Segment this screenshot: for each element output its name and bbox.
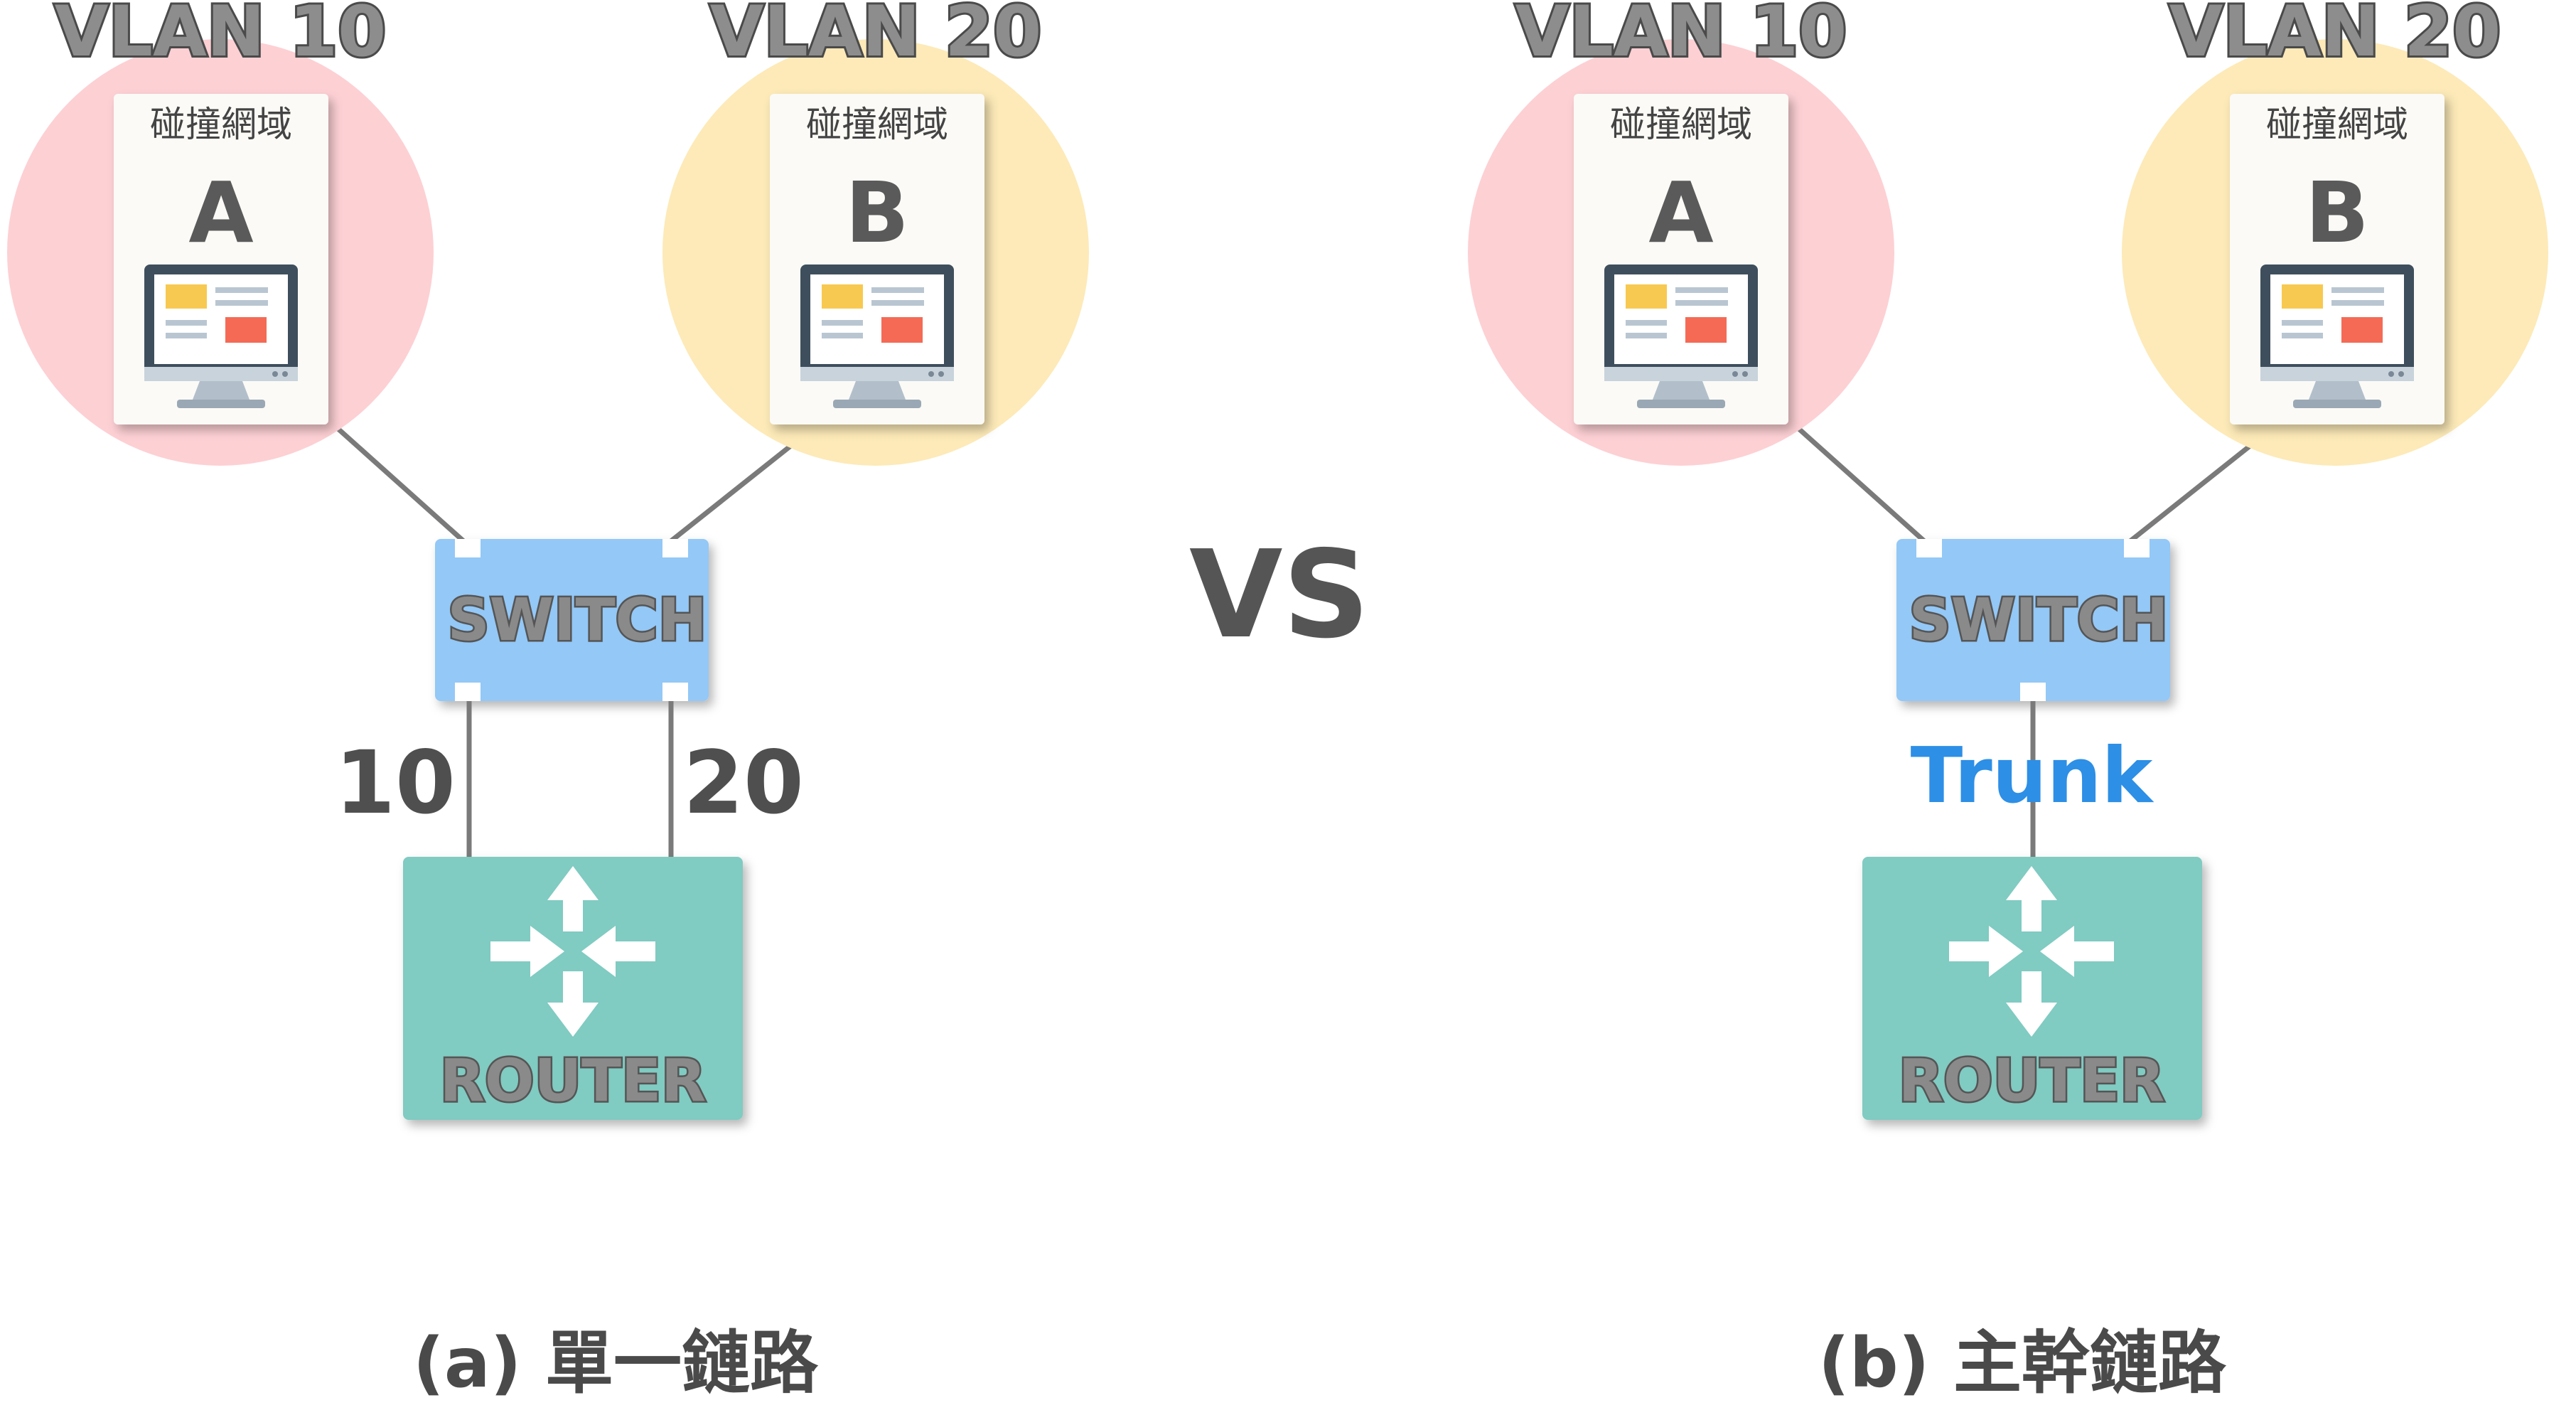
vlan10-label: VLAN 10	[55, 0, 387, 73]
router: ROUTER	[403, 857, 743, 1120]
router-label: ROUTER	[1899, 1047, 2165, 1115]
host-letter: A	[1648, 164, 1713, 262]
link-a-to-switch	[332, 423, 471, 548]
link-a-to-switch	[1793, 423, 1932, 548]
vlan20-label: VLAN 20	[2169, 0, 2501, 73]
caption-trunk-link: (b) 主幹鏈路	[1818, 1323, 2227, 1403]
switch-label: SWITCH	[448, 587, 707, 654]
caption-single-link: (a) 單一鏈路	[413, 1323, 819, 1403]
host-card-b: 碰撞網域 B	[2230, 94, 2444, 424]
host-letter: B	[845, 164, 909, 262]
trunk-link-panel: VLAN 10 VLAN 20 碰撞網域 A 碰撞網域 B SWITCH Tru…	[1468, 0, 2548, 1403]
host-card-b: 碰撞網域 B	[770, 94, 984, 424]
host-letter: A	[188, 164, 253, 262]
host-letter: B	[2305, 164, 2369, 262]
host-card-a: 碰撞網域 A	[1574, 94, 1788, 424]
port-label-10: 10	[335, 732, 456, 833]
link-b-to-switch	[2122, 442, 2254, 548]
switch-label: SWITCH	[1909, 587, 2169, 654]
port-label-20: 20	[683, 732, 804, 833]
trunk-label: Trunk	[1911, 732, 2154, 821]
single-link-panel: VLAN 10 VLAN 20 碰撞網域 A 碰撞網域 B SWITCH 10 …	[7, 0, 1089, 1403]
vlan20-label: VLAN 20	[710, 0, 1042, 73]
link-b-to-switch	[662, 442, 795, 548]
collision-domain-label: 碰撞網域	[806, 104, 948, 145]
host-card-a: 碰撞網域 A	[114, 94, 328, 424]
switch: SWITCH	[1896, 539, 2170, 701]
vlan10-label: VLAN 10	[1515, 0, 1847, 73]
vs-label: VS	[1189, 525, 1370, 666]
router-label: ROUTER	[440, 1047, 707, 1115]
collision-domain-label: 碰撞網域	[150, 104, 292, 145]
switch: SWITCH	[435, 539, 709, 701]
collision-domain-label: 碰撞網域	[2266, 104, 2408, 145]
router: ROUTER	[1862, 857, 2202, 1120]
collision-domain-label: 碰撞網域	[1610, 104, 1752, 145]
